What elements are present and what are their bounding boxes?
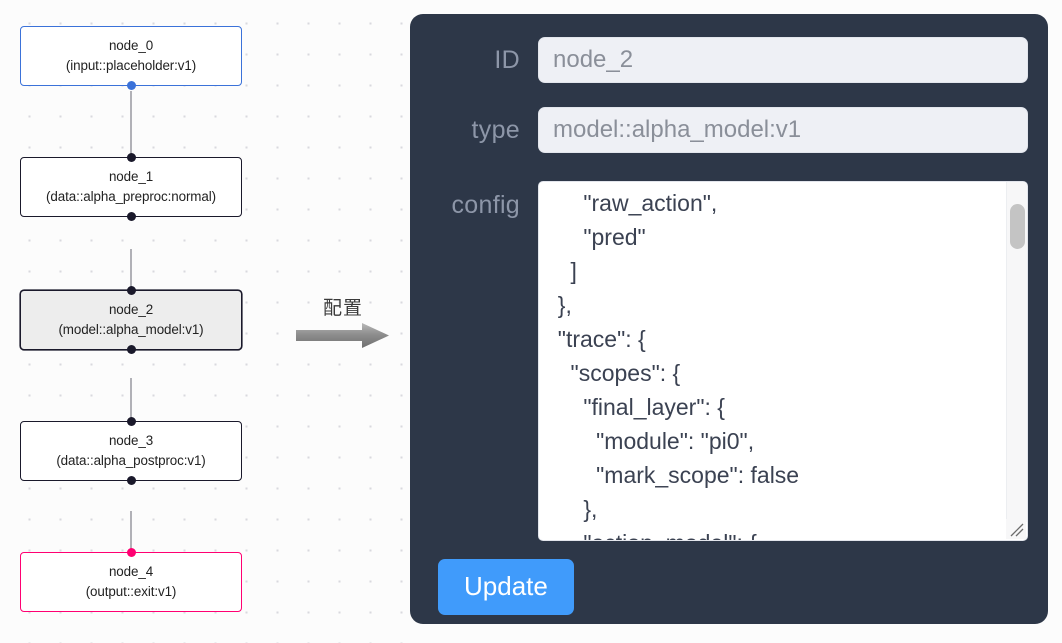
flow-node-node_4[interactable]: node_4 (output::exit:v1)	[20, 548, 242, 612]
id-input[interactable]: node_2	[538, 37, 1028, 83]
node-handle-target[interactable]	[126, 548, 136, 557]
field-row-type: type model::alpha_model:v1	[410, 107, 1048, 153]
node-subtitle: (data::alpha_preproc:normal)	[46, 189, 216, 204]
node-config-panel: ID node_2 type model::alpha_model:v1 con…	[410, 14, 1048, 624]
node-handle-source[interactable]	[126, 81, 136, 90]
node-title: node_3	[108, 433, 154, 448]
config-scrollbar-thumb[interactable]	[1010, 204, 1025, 249]
node-subtitle: (input::placeholder:v1)	[65, 58, 197, 73]
node-subtitle: (output::exit:v1)	[85, 584, 177, 599]
field-row-id: ID node_2	[410, 37, 1048, 83]
node-title: node_0	[108, 38, 154, 53]
node-subtitle: (model::alpha_model:v1)	[58, 322, 204, 337]
node-handle-target[interactable]	[126, 286, 136, 295]
type-field-label: type	[471, 116, 520, 144]
node-handle-source[interactable]	[126, 212, 136, 221]
update-button[interactable]: Update	[438, 559, 574, 615]
node-title: node_1	[108, 169, 154, 184]
panel-actions: Update	[410, 541, 1048, 615]
node-handle-target[interactable]	[126, 417, 136, 426]
type-input[interactable]: model::alpha_model:v1	[538, 107, 1028, 153]
config-textarea[interactable]: "raw_action", "pred" ] }, "trace": { "sc…	[557, 190, 800, 540]
node-title: node_4	[108, 564, 154, 579]
flow-node-node_1[interactable]: node_1 (data::alpha_preproc:normal)	[20, 153, 242, 221]
node-title: node_2	[108, 302, 154, 317]
node-handle-source[interactable]	[126, 345, 136, 354]
id-field-label: ID	[494, 46, 520, 74]
flow-node-node_0[interactable]: node_0 (input::placeholder:v1)	[20, 26, 242, 90]
flow-node-node_2[interactable]: node_2 (model::alpha_model:v1)	[20, 286, 242, 354]
flow-canvas[interactable]: node_0 (input::placeholder:v1) node_1 (d…	[0, 0, 410, 643]
field-row-config: config "raw_action", "pred" ] }, "trace"…	[410, 181, 1048, 541]
config-field-label: config	[451, 191, 520, 219]
node-subtitle: (data::alpha_postproc:v1)	[56, 453, 206, 468]
resize-grip-icon[interactable]	[1006, 519, 1026, 539]
node-handle-source[interactable]	[126, 476, 136, 485]
flow-node-node_3[interactable]: node_3 (data::alpha_postproc:v1)	[20, 417, 242, 485]
node-handle-target[interactable]	[126, 153, 136, 162]
config-scrollbar[interactable]	[1006, 182, 1027, 522]
config-textarea-wrap[interactable]: "raw_action", "pred" ] }, "trace": { "sc…	[538, 181, 1028, 541]
